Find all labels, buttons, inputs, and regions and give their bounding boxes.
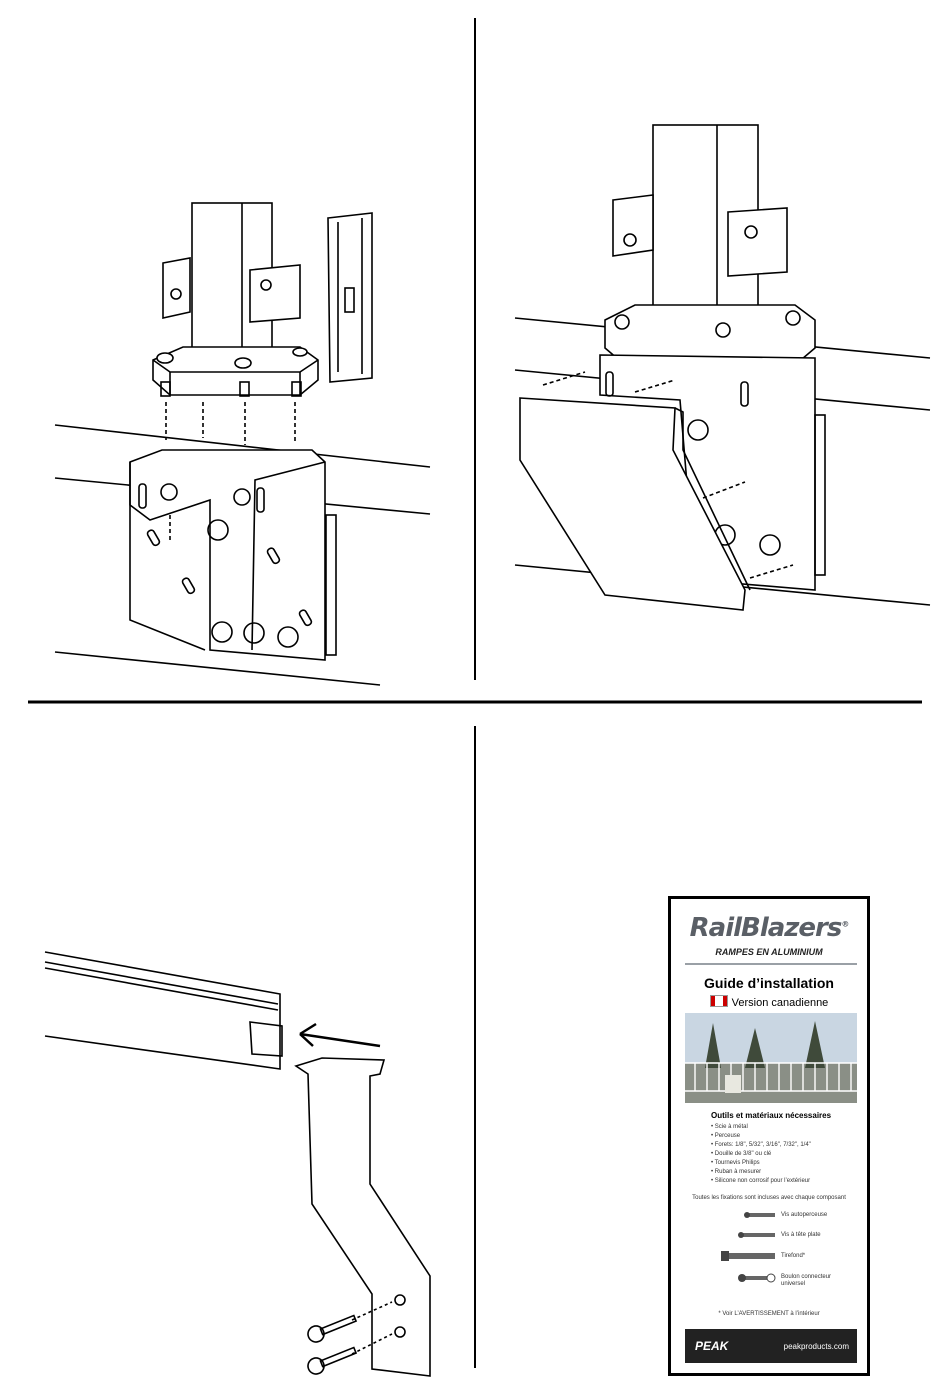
rail-end-bracket-illustration	[44, 951, 431, 1377]
list-item: • Douille de 3/8" ou clé	[711, 1151, 772, 1157]
guide-title: Guide d’installation	[704, 975, 834, 991]
fastener-label: Vis à tête plate	[781, 1232, 821, 1238]
list-item: • Tournevis Philips	[711, 1160, 760, 1166]
self-drilling-screw-icon	[744, 1212, 775, 1218]
universal-connector-bolt-icon	[738, 1273, 776, 1283]
footer-bar: PEAK peakproducts.com	[685, 1329, 857, 1363]
list-item: • Silicone non corrosif pour l’extérieur	[711, 1178, 811, 1184]
flat-head-screw-icon	[738, 1232, 775, 1238]
list-item: • Scie à métal	[711, 1124, 748, 1130]
tools-list: • Scie à métal • Perceuse • Forets: 1/8"…	[711, 1123, 811, 1186]
footer-url: peakproducts.com	[783, 1342, 849, 1351]
brand-logo: RailBlazers®	[689, 913, 850, 943]
list-item: • Ruban à mesurer	[711, 1169, 762, 1175]
lag-screw-icon	[721, 1251, 775, 1261]
fastener-label: Vis autoperceuse	[781, 1212, 828, 1218]
bracket-cover-illustration	[514, 124, 931, 611]
fasteners-note: Toutes les fixations sont incluses avec …	[692, 1195, 846, 1201]
divider	[685, 963, 857, 965]
deck-railing-photo	[685, 1013, 857, 1103]
post-bracket-assembly-illustration	[54, 202, 431, 686]
fastener-label: Boulon connecteur universel	[781, 1274, 832, 1287]
peak-logo: PEAK	[695, 1339, 729, 1353]
version-label: Version canadienne	[671, 995, 867, 1009]
canada-flag-icon	[709, 995, 728, 1007]
warning-note: * Voir L’AVERTISSEMENT à l’intérieur	[718, 1311, 820, 1317]
list-item: • Forets: 1/8", 5/32", 3/16", 7/32", 1/4…	[711, 1142, 811, 1148]
installation-guide-cover: RailBlazers® RAMPES EN ALUMINIUM Guide d…	[668, 896, 870, 1376]
brand-subtitle: RAMPES EN ALUMINIUM	[715, 947, 823, 957]
tools-heading: Outils et matériaux nécessaires	[711, 1111, 832, 1120]
fastener-label: Tirefond*	[781, 1253, 806, 1259]
list-item: • Perceuse	[711, 1133, 741, 1139]
